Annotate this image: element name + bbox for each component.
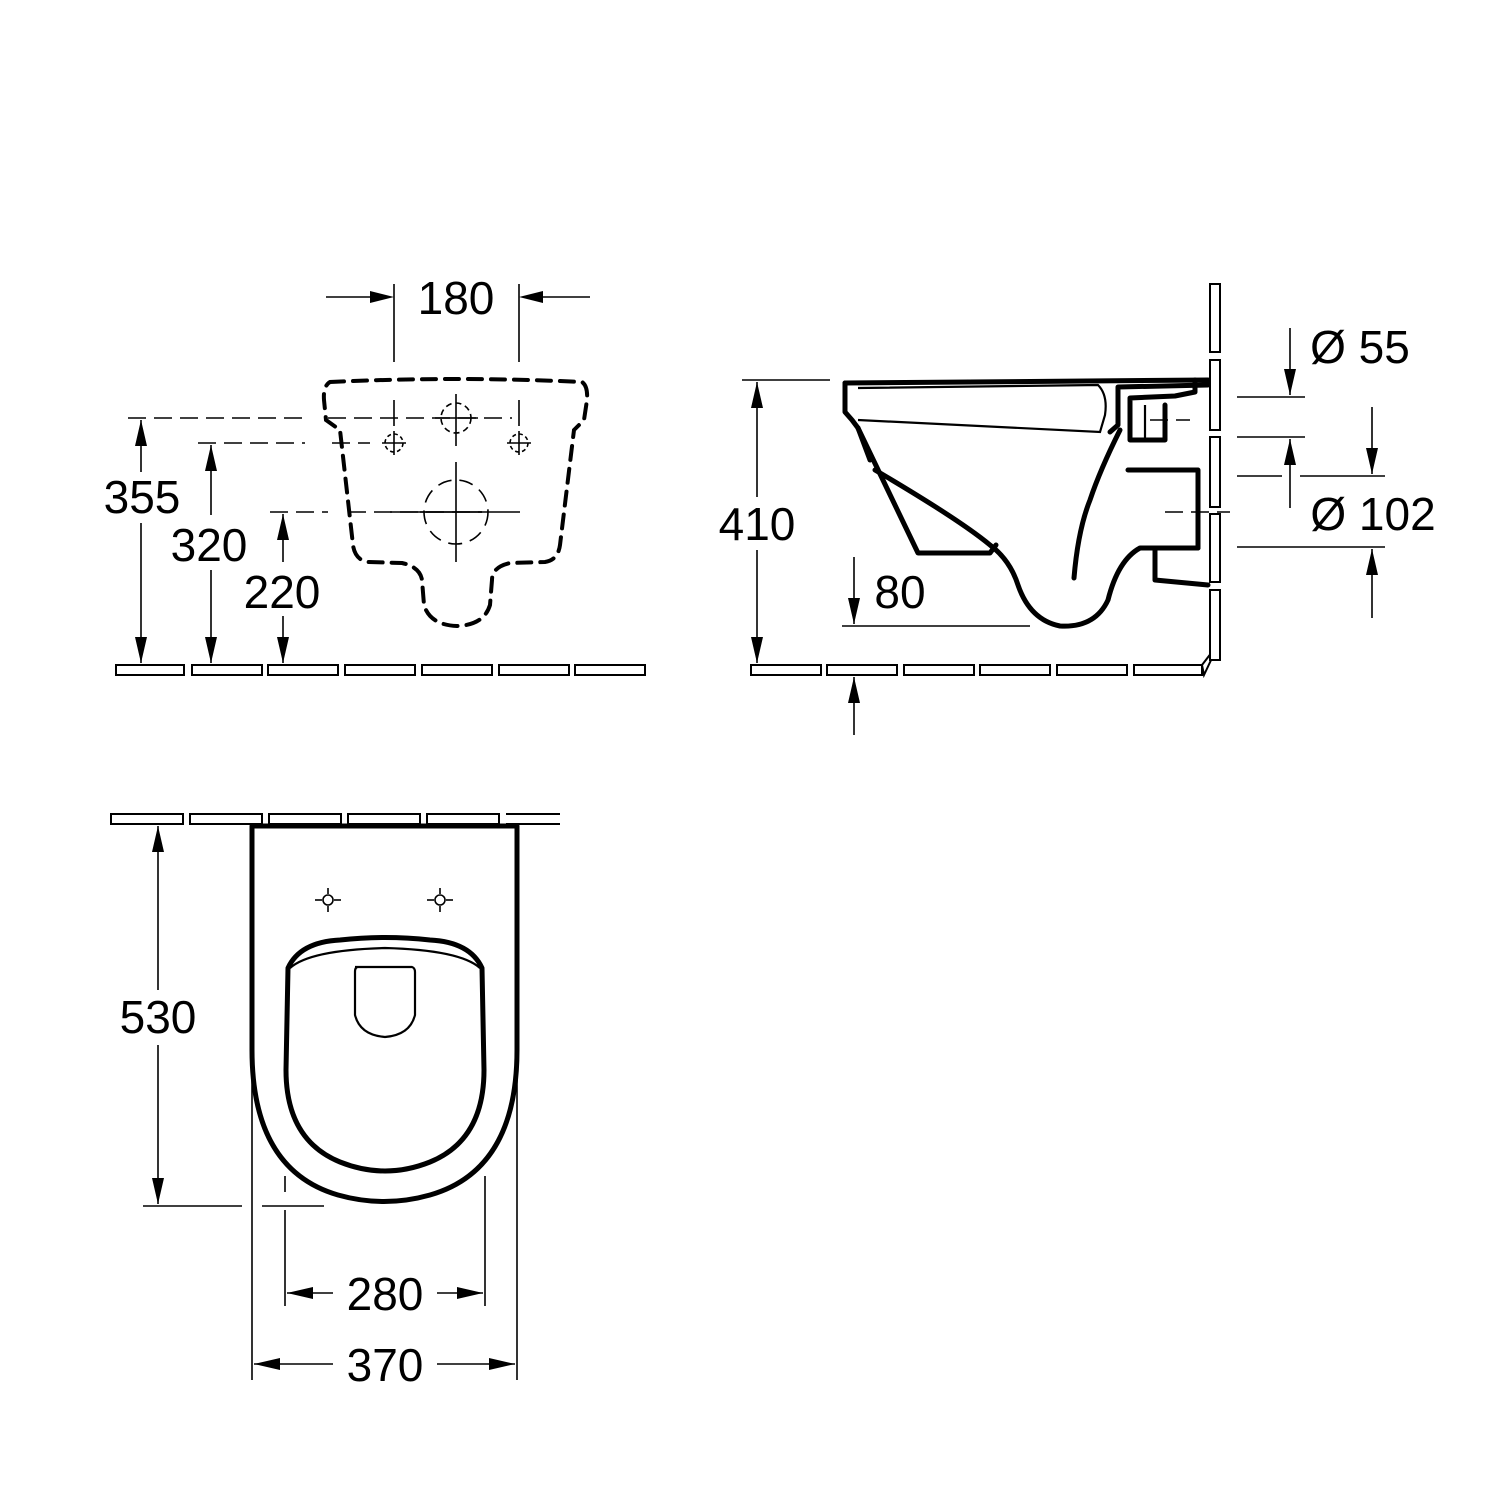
bowl-outline-top xyxy=(249,823,520,1204)
side-view: 410 80 Ø 55 Ø 102 xyxy=(719,283,1436,735)
dim-height-mount: 320 xyxy=(171,519,248,571)
dim-outlet-diameter: Ø 102 xyxy=(1310,488,1435,540)
front-view: 180 xyxy=(104,272,646,676)
dim-depth: 530 xyxy=(120,991,197,1043)
front-outline xyxy=(321,377,590,629)
dim-height-upper: 355 xyxy=(104,471,181,523)
outlet-hole xyxy=(390,462,520,562)
hinge-hole-left xyxy=(315,888,341,912)
wall-tiles xyxy=(1209,283,1221,661)
dim-total-width: 370 xyxy=(347,1339,424,1391)
dim-mount-spacing: 180 xyxy=(418,272,495,324)
mount-hole-left xyxy=(382,431,406,455)
bowl-section xyxy=(842,377,1230,629)
seat-panel xyxy=(353,965,417,1039)
inlet-hole xyxy=(435,394,478,446)
dim-bottom-clearance: 80 xyxy=(874,566,925,618)
hinge-hole-right xyxy=(427,888,453,912)
seat-outline xyxy=(283,935,487,1174)
dim-total-height: 410 xyxy=(719,498,796,550)
top-view: 530 280 370 xyxy=(110,813,560,1391)
floor-tiles-side xyxy=(750,649,1213,679)
dim-seat-width: 280 xyxy=(347,1268,424,1320)
wall-tiles-top xyxy=(110,813,560,825)
dim-inlet-diameter: Ø 55 xyxy=(1310,321,1410,373)
mount-hole-right xyxy=(507,431,531,455)
dim-height-outlet: 220 xyxy=(244,566,321,618)
floor-tiles xyxy=(115,664,646,676)
